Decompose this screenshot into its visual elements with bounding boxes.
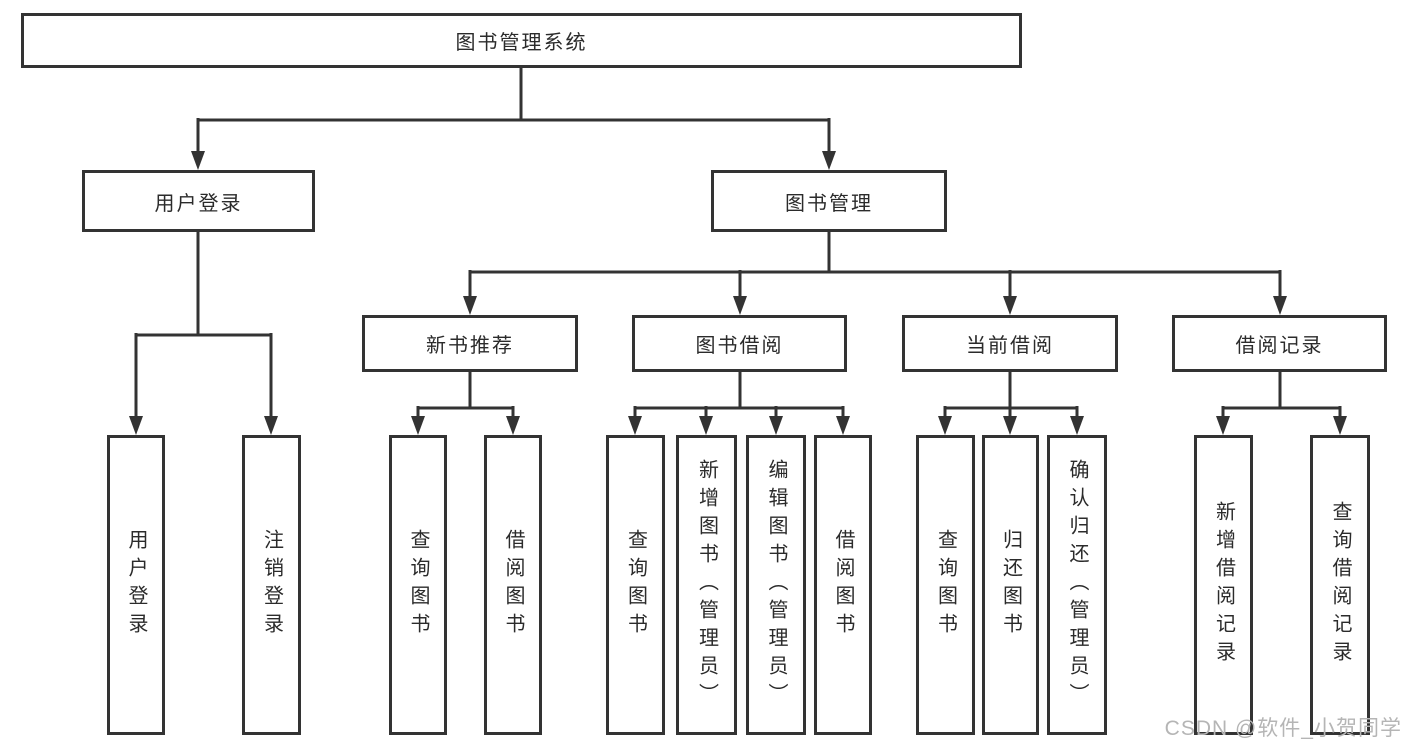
node-label: 编辑图书（管理员） [765,459,787,711]
node-label: 图书管理系统 [455,32,588,54]
leaf-return-book: 归还图书 [982,435,1039,735]
node-label: 图书借阅 [695,335,784,357]
node-label: 查询借阅记录 [1329,501,1351,669]
node-label: 查询图书 [624,529,647,641]
node-new-book-recommendation: 新书推荐 [362,315,578,372]
leaf-query-borrow-record: 查询借阅记录 [1310,435,1370,735]
node-label: 归还图书 [999,529,1022,641]
node-label: 借阅图书 [502,529,524,641]
leaf-confirm-return-admin: 确认归还（管理员） [1047,435,1107,735]
node-label: 查询图书 [407,529,429,641]
node-library-management-system: 图书管理系统 [21,13,1022,68]
node-label: 新书推荐 [426,335,514,357]
node-label: 确认归还（管理员） [1066,459,1088,711]
leaf-borrow-books-borrowing: 借阅图书 [814,435,872,735]
node-label: 用户登录 [154,192,243,215]
arrowheads [129,151,1347,435]
leaf-edit-book-admin: 编辑图书（管理员） [746,435,806,735]
leaf-borrow-books-recommend: 借阅图书 [484,435,542,735]
node-label: 新增图书（管理员） [695,459,718,711]
leaf-query-books-borrowing: 查询图书 [606,435,665,735]
node-label: 注销登录 [260,529,283,641]
node-label: 查询图书 [934,529,957,641]
node-book-management: 图书管理 [711,170,947,232]
csdn-watermark: CSDN @软件_小贺同学 [1164,717,1402,740]
node-label: 当前借阅 [966,335,1054,357]
node-borrowing-records: 借阅记录 [1172,315,1387,372]
leaf-user-login: 用户登录 [107,435,165,735]
node-label: 借阅图书 [832,529,854,641]
leaf-query-books-recommend: 查询图书 [389,435,447,735]
leaf-add-borrow-record: 新增借阅记录 [1194,435,1253,735]
node-label: 新增借阅记录 [1212,501,1235,669]
node-current-borrowing: 当前借阅 [902,315,1118,372]
node-label: 图书管理 [785,192,873,215]
node-book-borrowing: 图书借阅 [632,315,847,372]
node-label: 用户登录 [125,529,147,641]
leaf-add-book-admin: 新增图书（管理员） [676,435,737,735]
node-label: 借阅记录 [1235,335,1324,357]
node-user-login: 用户登录 [82,170,315,232]
leaf-query-books-current: 查询图书 [916,435,975,735]
leaf-logout: 注销登录 [242,435,301,735]
